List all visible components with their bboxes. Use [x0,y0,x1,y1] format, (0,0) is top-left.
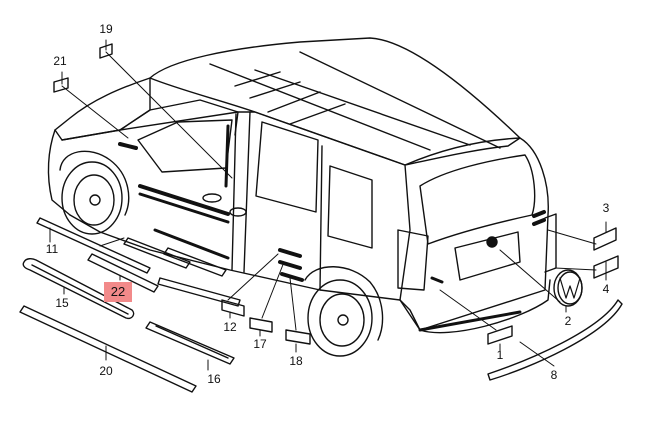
van-roof [149,37,521,166]
part-20 [19,305,197,393]
roof-line-1 [254,69,471,146]
callout-11[interactable]: 11 [45,242,59,256]
callout-22[interactable]: 22 [104,282,132,302]
callout-19[interactable]: 19 [99,22,113,36]
sliding-door-window [255,121,319,213]
tail-light-left [397,229,429,291]
part-1 [487,325,513,345]
part-4 [593,255,619,279]
callout-8[interactable]: 8 [550,368,558,382]
callout-20[interactable]: 20 [99,364,113,378]
callout-2[interactable]: 2 [564,314,572,328]
callout-12[interactable]: 12 [223,320,237,334]
part-15 [22,257,135,320]
part-17 [249,317,273,333]
part-3 [593,227,617,251]
part-12b [221,299,245,317]
callout-21[interactable]: 21 [53,54,67,68]
rear-emblem [486,236,498,248]
van-body [47,37,557,357]
roof-rail-left [209,63,431,151]
callout-18[interactable]: 18 [289,354,303,368]
part-19 [99,43,113,59]
roof-rail-right [299,51,501,149]
front-end [47,129,71,216]
van-hood [54,77,151,141]
loose-parts [19,43,623,393]
front-door-window [137,119,233,173]
rear-window [419,154,536,245]
callout-17[interactable]: 17 [253,337,267,351]
van-side [61,111,411,301]
part-18 [285,329,311,345]
vw-emblem [553,269,583,307]
rear-wheel [304,266,384,357]
part-16 [145,321,235,365]
part-11 [36,217,151,274]
callout-15[interactable]: 15 [55,296,69,310]
plate-recess [454,231,521,281]
callout-1[interactable]: 1 [496,348,504,362]
part-8 [487,299,623,381]
rear-side-window [327,165,373,249]
tail-light-right [544,213,557,273]
part-12a [157,277,241,307]
callout-3[interactable]: 3 [602,201,610,215]
van-tailgate [399,137,549,331]
front-wheel [59,150,130,235]
callout-4[interactable]: 4 [602,282,610,296]
part-22 [87,253,159,293]
rear-bumper [399,279,551,334]
leader-lines [49,39,607,371]
part-21 [53,77,69,93]
callout-16[interactable]: 16 [207,372,221,386]
